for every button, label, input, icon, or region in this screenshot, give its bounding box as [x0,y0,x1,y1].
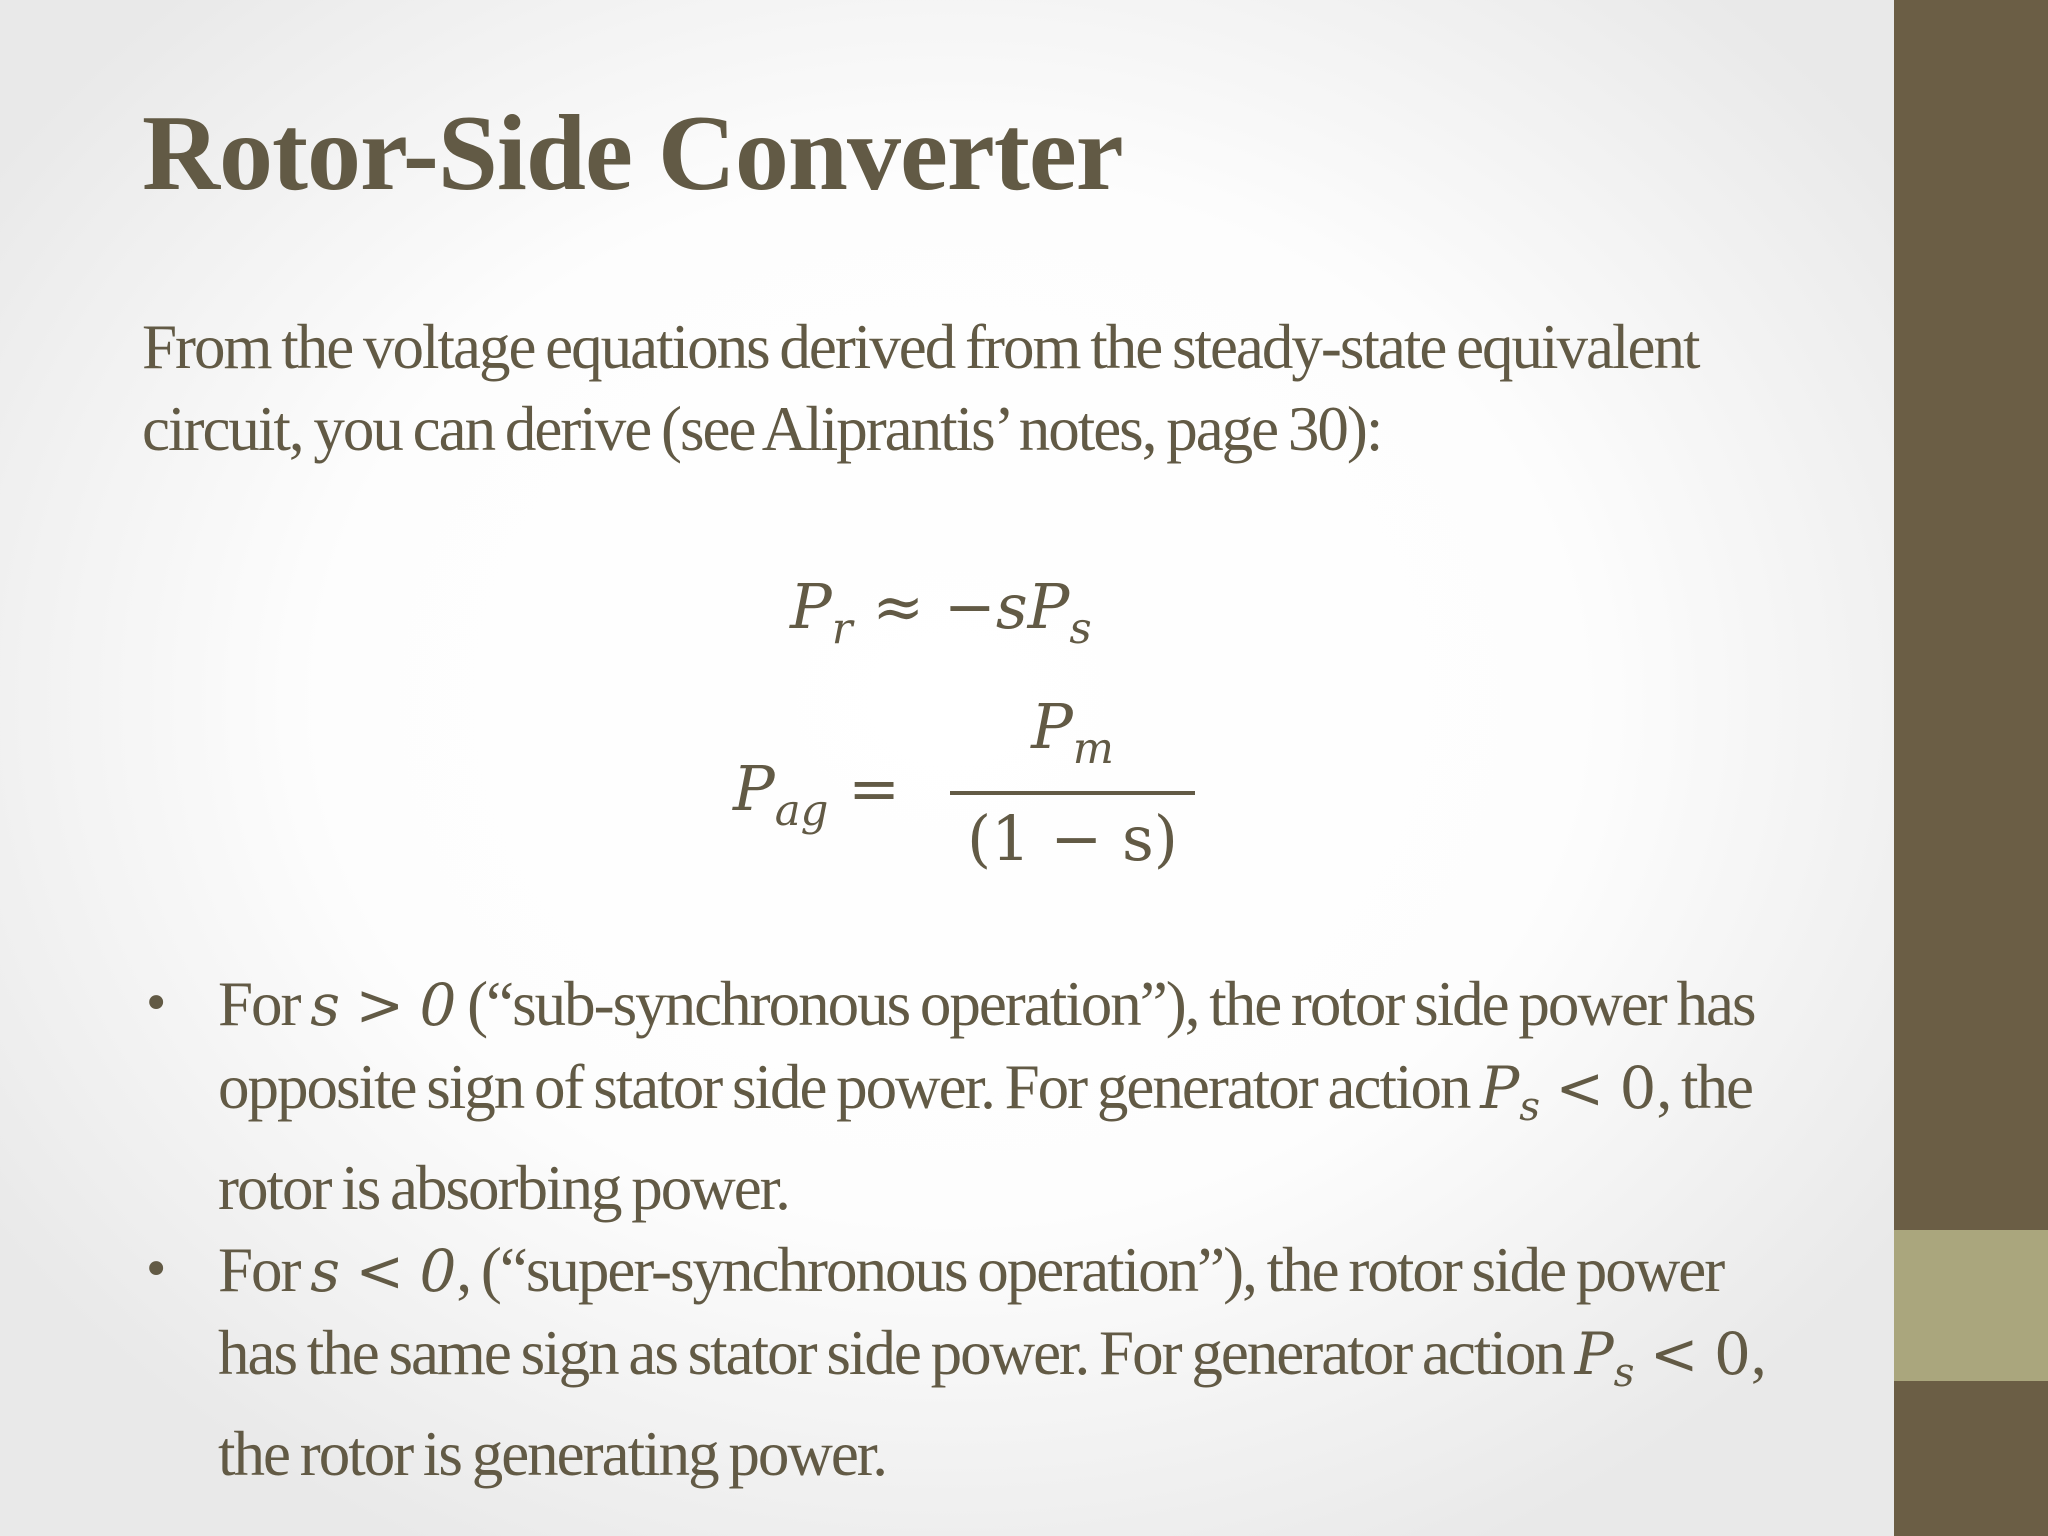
eq2-num-sub: m [1072,724,1114,775]
eq1-lhs: P [790,570,832,643]
bullet-sub-synchronous: • For s > 0 (“sub-synchronous operation”)… [142,963,1802,1229]
eq1-rhs-sub: s [1069,604,1092,655]
eq1-lhs-sub: r [831,604,853,655]
bullet-1-prefix: For [218,969,311,1039]
sidebar-accent-band [1894,1230,2048,1381]
eq2-num: P [1031,690,1073,763]
bullet-1-text-b: , the rotor is absorbing power. [218,1052,1754,1224]
eq1-rhs: P [1027,570,1070,643]
eq2-rel: = [848,752,901,825]
fraction-numerator: Pm [950,690,1195,774]
bullet-1-condition: s > 0 [310,971,456,1039]
bullet-2-math: Ps < 0 [1574,1320,1751,1396]
bullet-super-synchronous: • For s < 0, (“super-synchronous operatio… [142,1229,1802,1495]
eq1-rel: ≈ [872,570,925,643]
bullet-dot-icon: • [142,1242,170,1299]
equation-airgap-lhs: Pag = [733,752,900,836]
bullet-2-var: P [1574,1320,1614,1389]
bullet-dot-icon: • [142,976,170,1032]
bullet-2-cond-text: s < 0 [310,1237,457,1306]
bullet-2-condition: s < 0 [310,1237,456,1305]
bullet-2-prefix: For [218,1235,311,1306]
bullet-2-cond2: < 0 [1634,1320,1751,1389]
bullet-list: • For s > 0 (“sub-synchronous operation”)… [142,963,1802,1495]
equation-rotor-power: Pr ≈ −sPs [790,570,1092,654]
eq1-rhs-prefix: − [943,570,996,643]
fraction-denominator: (1 − s) [966,802,1178,875]
bullet-1-var: P [1480,1054,1520,1122]
equation-airgap-fraction: Pm (1 − s) [950,690,1195,890]
bullet-2-text-a: , (“super-synchronous operation”), the r… [218,1235,1725,1389]
bullet-2-text-b: , the rotor is generating power. [218,1318,1767,1490]
eq1-rhs-var: s [995,570,1028,643]
eq2-lhs-sub: ag [774,786,829,837]
bullet-1-cond2: < 0 [1540,1054,1657,1122]
bullet-1-text-a: (“sub-synchronous operation”), the rotor… [218,969,1757,1122]
bullet-1-math: Ps < 0 [1480,1054,1657,1130]
fraction-bar [950,791,1195,795]
slide-title: Rotor-Side Converter [142,94,1124,213]
intro-paragraph: From the voltage equations derived from … [142,312,1700,464]
bullet-1-var-sub: s [1519,1082,1541,1131]
bullet-2-var-sub: s [1613,1348,1635,1397]
eq2-lhs: P [733,752,775,825]
bullet-1-cond-text: s > 0 [310,971,457,1039]
